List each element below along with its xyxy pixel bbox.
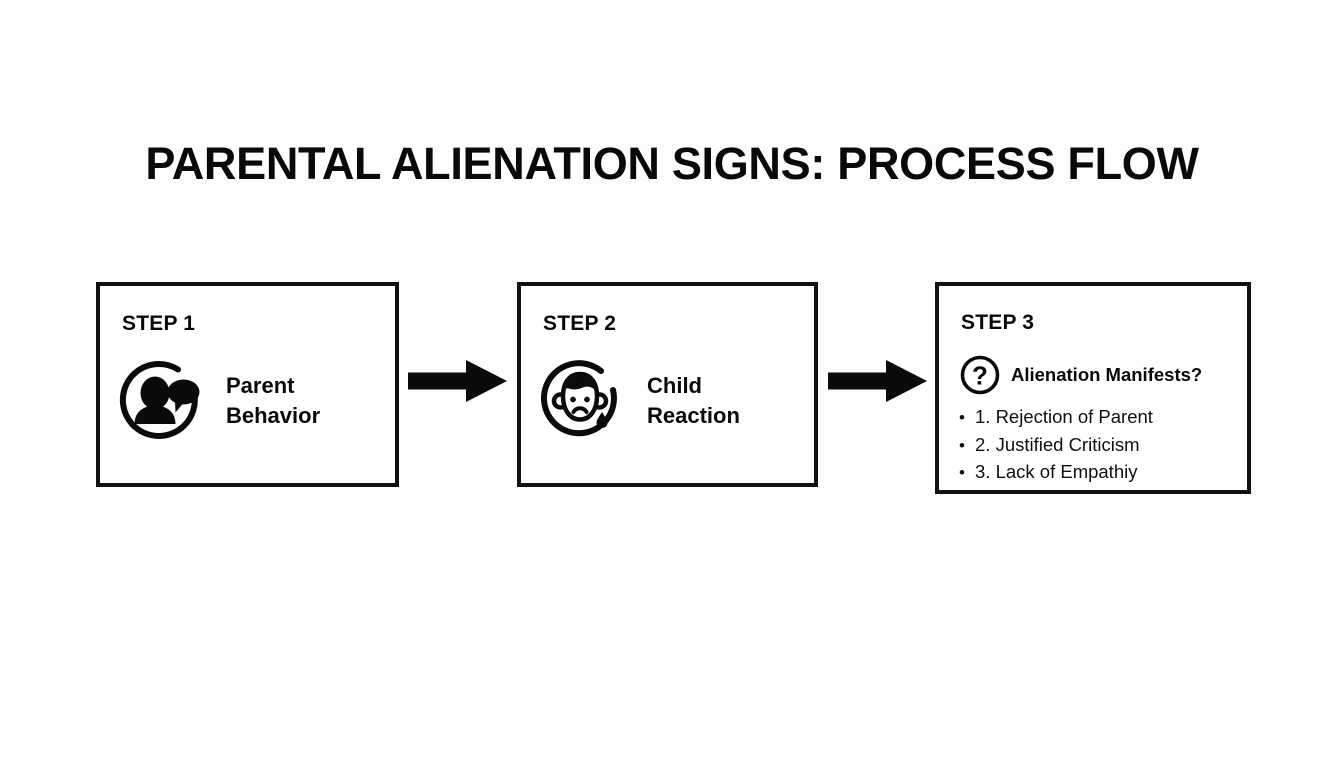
step-box-3[interactable]: STEP 3 ? Alienation Manifests? • 1. Reje…: [935, 282, 1251, 494]
bullet-icon: •: [959, 463, 965, 482]
page-title: PARENTAL ALIENATION SIGNS: PROCESS FLOW: [145, 138, 1199, 189]
person-speech-bubble-icon: [118, 358, 204, 444]
list-item-label: 3. Lack of Empathiy: [975, 461, 1138, 482]
step-box-2[interactable]: STEP 2: [517, 282, 818, 487]
step-3-question-row: ? Alienation Manifests?: [959, 354, 1202, 396]
step-2-content: Child Reaction: [539, 358, 740, 444]
svg-text:?: ?: [972, 361, 988, 391]
list-item-label: 2. Justified Criticism: [975, 433, 1140, 455]
arrow-step1-to-step2: [408, 360, 508, 402]
step-1-caption: Parent Behavior: [226, 373, 321, 428]
manifest-list: • 1. Rejection of Parent • 2. Justified …: [959, 404, 1153, 487]
step-3-label: STEP 3: [961, 311, 1035, 334]
list-item: • 1. Rejection of Parent: [959, 404, 1153, 432]
step-1-label: STEP 1: [122, 312, 196, 335]
list-item-label: 1. Rejection of Parent: [975, 406, 1153, 427]
step-box-1[interactable]: STEP 1 Parent Behavior: [96, 282, 399, 487]
arrow-step2-to-step3: [828, 360, 928, 402]
step-2-label: STEP 2: [543, 312, 617, 335]
sad-child-face-tear-icon: [539, 358, 625, 444]
question-mark-circle-icon: ?: [959, 354, 1001, 396]
list-item: • 3. Lack of Empathiy: [959, 459, 1153, 487]
list-item: • 2. Justified Criticism: [959, 432, 1153, 460]
step-3-question-text: Alienation Manifests?: [1011, 364, 1203, 385]
step-2-caption: Child Reaction: [647, 373, 740, 428]
step-1-content: Parent Behavior: [118, 358, 320, 444]
bullet-icon: •: [959, 435, 965, 455]
bullet-icon: •: [959, 408, 965, 427]
